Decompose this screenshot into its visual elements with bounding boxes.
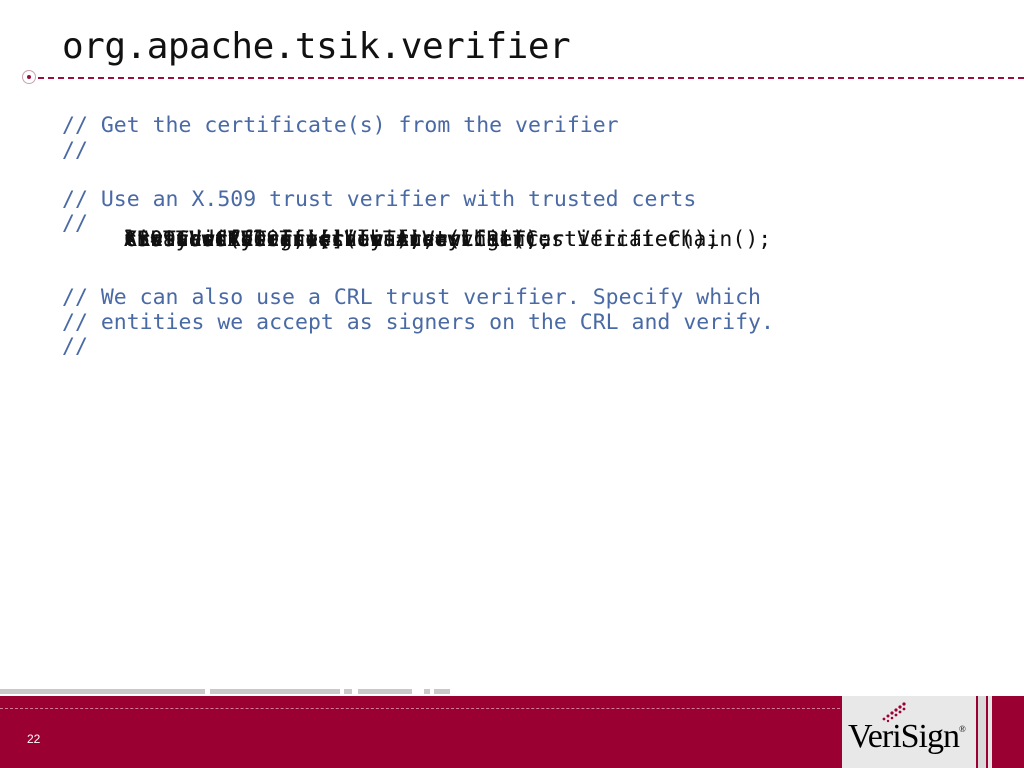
logo-brand-text: VeriSign: [848, 718, 960, 755]
footer-bar: [344, 689, 352, 694]
code-block: // Get the certificate(s) from the verif…: [62, 113, 1002, 360]
code-comment-line: //: [62, 334, 88, 360]
footer-bar: [0, 689, 205, 694]
code-line: X509Certificate[] chain = v.getCertifica…: [124, 227, 772, 252]
code-comment-line: // Get the certificate(s) from the verif…: [62, 113, 619, 138]
title-bullet-icon: [22, 70, 36, 84]
footer-strip: [978, 696, 986, 768]
footer-bar: [424, 689, 430, 694]
footer-progress-bars: [0, 689, 460, 695]
code-line: = new X509TrustVerifier(list);: [124, 227, 539, 252]
bullet-dot: [27, 75, 31, 79]
code-comment-line: //: [62, 211, 88, 237]
code-blank-line: [62, 163, 1002, 188]
verisign-logo: VeriSign®: [842, 696, 976, 768]
code-line: list.add(. . .);: [124, 227, 332, 252]
code-comment-line: // We can also use a CRL trust verifier.…: [62, 285, 761, 311]
code-comment-line: // entities we accept as signers on the …: [62, 309, 774, 335]
title-divider: [38, 77, 1024, 79]
code-line: X509TrustVerifier trustVerifier: [124, 227, 526, 252]
footer-bar: [210, 689, 340, 694]
footer-strip: [988, 696, 992, 768]
footer-divider: [0, 708, 840, 709]
code-line: ctv.verifyTrust(chain);: [124, 227, 422, 252]
logo-dots-icon: [882, 702, 906, 723]
code-line: trustVerifier.verifyTrust(chain);: [124, 227, 552, 252]
code-comment-line: // Use an X.509 trust verifier with trus…: [62, 186, 697, 212]
slide-footer: 22 VeriSign®: [0, 696, 1024, 768]
footer-bar: [358, 689, 412, 694]
code-line: list.add(...);: [124, 227, 306, 252]
logo-registered-mark: ®: [959, 724, 966, 734]
code-blank-line: [62, 262, 1002, 287]
slide-title: org.apache.tsik.verifier: [62, 26, 571, 67]
page-number: 22: [27, 732, 41, 746]
code-line: CRLTrustVerifier ctv = new CRLTrustVerif…: [124, 227, 720, 252]
footer-bar: [434, 689, 450, 694]
code-line: ctv.addCRLsigners(list);: [124, 227, 435, 252]
code-line: ArrayList list = new ArrayList();: [124, 227, 552, 252]
logo-wordmark: VeriSign®: [848, 718, 966, 756]
code-comment-line: //: [62, 137, 88, 163]
